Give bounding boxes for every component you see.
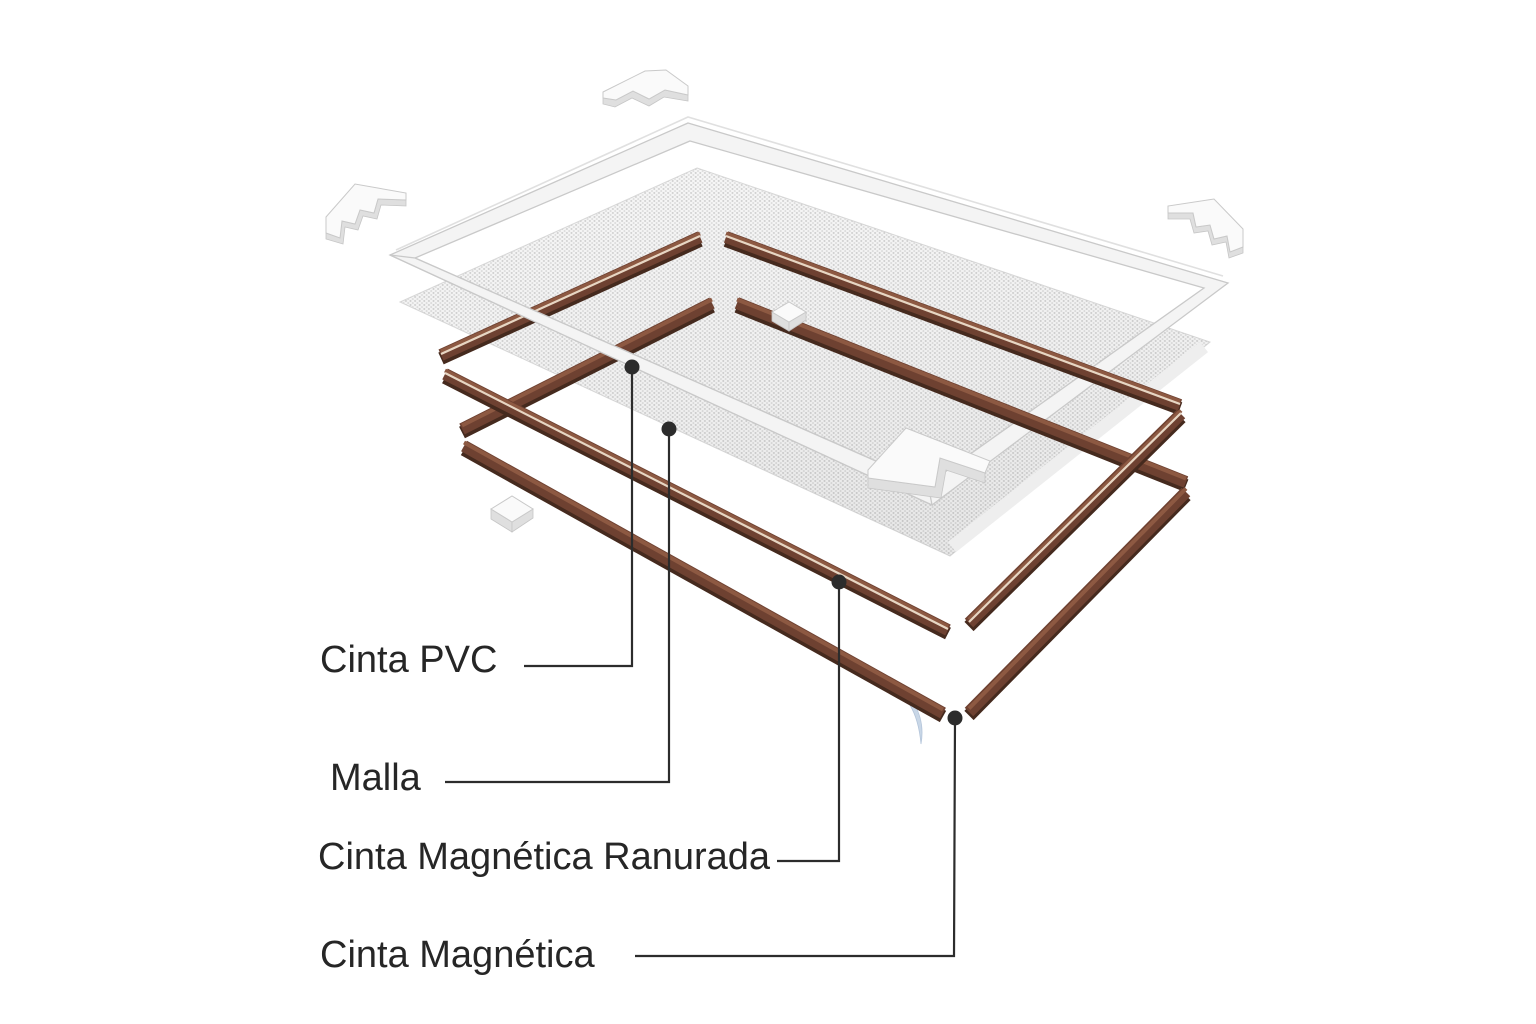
- slotted-magnetic-strip: [723, 231, 1183, 415]
- label-cinta-pvc: Cinta PVC: [320, 639, 497, 681]
- mesh-shading: [400, 168, 1210, 556]
- slotted-magnetic-strip: [442, 368, 951, 640]
- leader-cinta-magnetica: [635, 710, 963, 958]
- anchor-dot: [831, 574, 847, 590]
- label-cinta-magnetica-ranurada: Cinta Magnética Ranurada: [318, 836, 771, 878]
- anchor-dot: [947, 710, 963, 726]
- pvc-frame-top-lip: [395, 116, 1224, 277]
- corner-piece: [325, 183, 407, 239]
- magnetic-strip: [460, 440, 947, 723]
- slotted-magnetic-strip: [438, 231, 703, 365]
- magnetic-strip: [734, 297, 1189, 492]
- anchor-dot: [624, 359, 640, 375]
- magnetic-strip: [964, 487, 1191, 721]
- corner-piece: [867, 427, 991, 488]
- label-malla: Malla: [330, 757, 422, 799]
- square-cap: [771, 301, 807, 332]
- leader-cinta-pvc: [524, 359, 640, 668]
- corner-piece: [1167, 198, 1244, 253]
- corner-pieces: [325, 69, 1244, 533]
- square-cap: [490, 495, 534, 533]
- leader-malla: [445, 421, 677, 784]
- leader-cinta-magnetica-ranurada: [777, 574, 847, 863]
- slotted-magnetic-strip: [964, 409, 1186, 632]
- anchor-dot: [661, 421, 677, 437]
- label-cinta-magnetica: Cinta Magnética: [320, 934, 595, 976]
- mesh-layer: [398, 167, 1212, 557]
- slotted-magnetic-tape-frame: [438, 231, 1186, 640]
- corner-piece: [602, 69, 689, 101]
